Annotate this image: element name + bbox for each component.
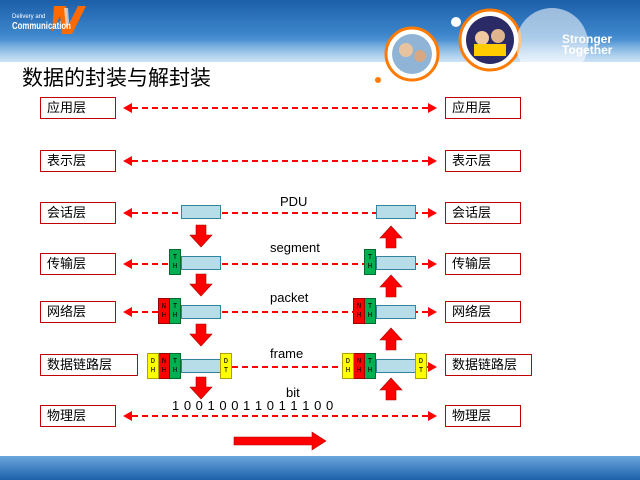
left-data-session: [181, 205, 221, 219]
peer-arrow-application: [132, 107, 428, 109]
down-arrow-datalink-physical: [189, 376, 213, 400]
peer-arrow-transport-left-head: [123, 259, 132, 269]
left-layer-datalink: 数据链路层: [40, 354, 138, 376]
left-layer-presentation: 表示层: [40, 150, 116, 172]
left-layer-application: 应用层: [40, 97, 116, 119]
up-arrow-transport-session: [379, 225, 403, 249]
left-layer-session: 会话层: [40, 202, 116, 224]
company-logo: [52, 6, 86, 34]
bitstream: 1 0 0 1 0 0 1 1 0 1 1 1 0 0: [172, 398, 334, 413]
pdu-label-transport: segment: [270, 240, 320, 255]
peer-arrow-physical-right-head: [428, 411, 437, 421]
right-layer-physical: 物理层: [445, 405, 521, 427]
footer-band: [0, 456, 640, 480]
peer-arrow-physical: [132, 415, 428, 417]
pdu-label-datalink: frame: [270, 346, 304, 361]
right-data-network: [376, 305, 416, 319]
peer-arrow-presentation-right-head: [428, 156, 437, 166]
pdu-label-physical: bit: [286, 385, 300, 400]
down-arrow-session-transport: [189, 224, 213, 248]
left-layer-network: 网络层: [40, 301, 116, 323]
right-layer-session: 会话层: [445, 202, 521, 224]
peer-arrow-application-right-head: [428, 103, 437, 113]
slogan-line1: Stronger: [562, 32, 613, 46]
peer-arrow-application-left-head: [123, 103, 132, 113]
slogan: Stronger Together: [562, 32, 640, 57]
left-layer-physical: 物理层: [40, 405, 116, 427]
slogan-line2: Together: [562, 43, 613, 57]
pdu-label-session: PDU: [280, 194, 308, 209]
right-layer-transport: 传输层: [445, 253, 521, 275]
decorative-photo-circles: [375, 8, 588, 83]
right-layer-application: 应用层: [445, 97, 521, 119]
peer-arrow-session-left-head: [123, 208, 132, 218]
right-layer-network: 网络层: [445, 301, 521, 323]
peer-arrow-datalink: [152, 366, 428, 368]
up-arrow-datalink-network: [379, 327, 403, 351]
peer-arrow-session: [132, 212, 428, 214]
peer-arrow-physical-left-head: [123, 411, 132, 421]
right-data-session: [376, 205, 416, 219]
peer-arrow-transport-right-head: [428, 259, 437, 269]
right-layer-presentation: 表示层: [445, 150, 521, 172]
peer-arrow-presentation: [132, 160, 428, 162]
peer-arrow-network-right-head: [428, 307, 437, 317]
slide-title: 数据的封装与解封装: [22, 66, 211, 90]
transmission-arrow: [233, 431, 327, 451]
peer-arrow-transport: [132, 263, 428, 265]
logo-tagline: Delivery and: [12, 14, 46, 20]
up-arrow-physical-datalink: [379, 377, 403, 401]
left-data-datalink: [181, 359, 221, 373]
down-arrow-network-datalink: [189, 323, 213, 347]
right-data-transport: [376, 256, 416, 270]
peer-arrow-network: [132, 311, 428, 313]
peer-arrow-presentation-left-head: [123, 156, 132, 166]
left-layer-transport: 传输层: [40, 253, 116, 275]
right-data-datalink: [376, 359, 416, 373]
left-data-transport: [181, 256, 221, 270]
right-layer-datalink: 数据链路层: [445, 354, 532, 376]
peer-arrow-session-right-head: [428, 208, 437, 218]
down-arrow-transport-network: [189, 273, 213, 297]
left-data-network: [181, 305, 221, 319]
peer-arrow-datalink-right-head: [428, 362, 437, 372]
pdu-label-network: packet: [270, 290, 309, 305]
logo-name: Communication: [12, 21, 71, 32]
up-arrow-network-transport: [379, 274, 403, 298]
peer-arrow-network-left-head: [123, 307, 132, 317]
